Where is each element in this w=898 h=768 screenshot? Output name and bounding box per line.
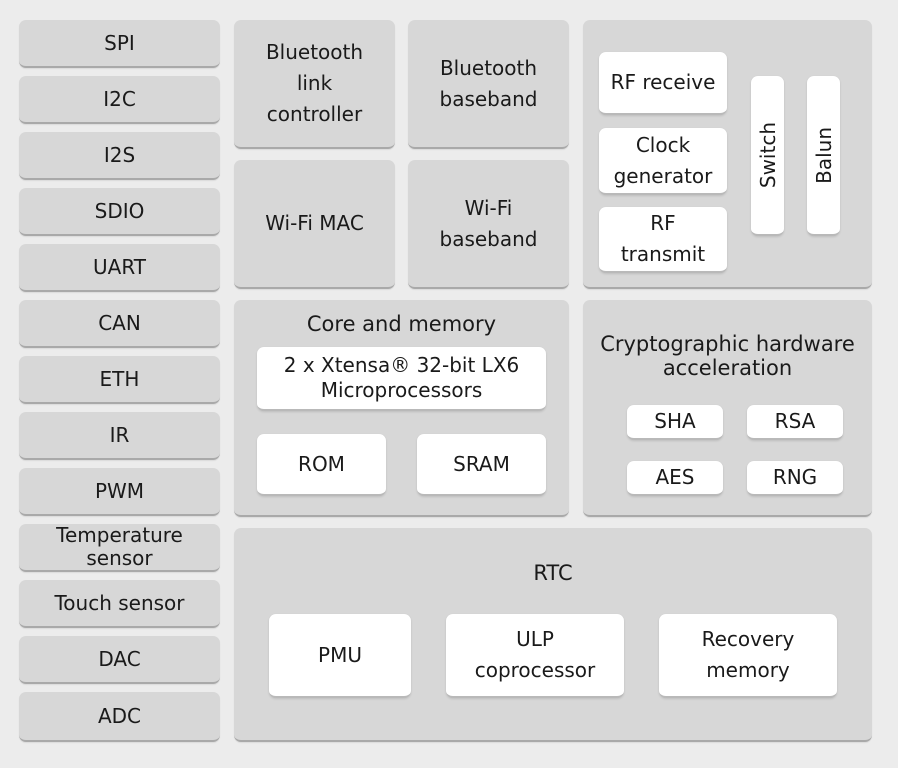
rsa-block: RSA: [747, 405, 843, 440]
peripheral-pwm: PWM: [19, 468, 220, 516]
clock-generator-block: Clock generator: [599, 128, 727, 195]
clock-generator-label: Clock generator: [613, 132, 713, 188]
peripheral-adc: ADC: [19, 692, 220, 742]
sram-block: SRAM: [417, 434, 546, 496]
peripheral-label: UART: [93, 254, 146, 279]
pmu-label: PMU: [318, 642, 362, 667]
peripheral-label: SDIO: [94, 198, 145, 223]
rom-block: ROM: [257, 434, 386, 496]
cpu-label: 2 x Xtensa® 32-bit LX6 Microprocessors: [283, 353, 520, 402]
peripheral-label: ADC: [97, 703, 142, 728]
wifi-mac-block: Wi-Fi MAC: [234, 160, 395, 289]
sha-block: SHA: [627, 405, 723, 440]
peripheral-label: I2C: [103, 86, 136, 111]
peripheral-label: PWM: [94, 478, 145, 503]
bluetooth-link-controller-block: Bluetooth link controller: [234, 20, 395, 149]
peripheral-label: I2S: [103, 142, 136, 167]
ulp-coprocessor-label: ULP coprocessor: [474, 627, 596, 682]
peripheral-label: DAC: [98, 646, 141, 671]
bluetooth-baseband-block: Bluetooth baseband: [408, 20, 569, 149]
peripheral-label: CAN: [98, 310, 141, 335]
switch-block: Switch: [751, 76, 784, 236]
rsa-label: RSA: [774, 409, 816, 433]
aes-block: AES: [627, 461, 723, 496]
recovery-memory-block: Recovery memory: [659, 614, 837, 698]
bluetooth-link-controller-label: Bluetooth link controller: [265, 40, 364, 126]
switch-label: Switch: [755, 121, 780, 189]
pmu-block: PMU: [269, 614, 411, 698]
rf-receive-block: RF receive: [599, 52, 727, 115]
sram-label: SRAM: [453, 451, 510, 476]
peripheral-temperature-sensor: Temperature sensor: [19, 524, 220, 572]
aes-label: AES: [655, 465, 695, 489]
balun-block: Balun: [807, 76, 840, 236]
sha-label: SHA: [654, 409, 696, 433]
core-memory-title: Core and memory: [306, 312, 497, 336]
peripheral-ir: IR: [19, 412, 220, 460]
peripheral-label: SPI: [104, 30, 135, 55]
peripheral-dac: DAC: [19, 636, 220, 684]
wifi-baseband-block: Wi-Fi baseband: [408, 160, 569, 289]
peripheral-i2s: I2S: [19, 132, 220, 180]
rf-transmit-label: RF transmit: [620, 211, 706, 266]
peripheral-uart: UART: [19, 244, 220, 292]
rf-receive-label: RF receive: [610, 70, 716, 94]
rng-label: RNG: [772, 465, 818, 489]
balun-label: Balun: [811, 126, 836, 184]
rf-transmit-block: RF transmit: [599, 207, 727, 273]
rtc-title: RTC: [533, 561, 573, 585]
rng-block: RNG: [747, 461, 843, 496]
cpu-block: 2 x Xtensa® 32-bit LX6 Microprocessors: [257, 347, 546, 411]
bluetooth-baseband-label: Bluetooth baseband: [439, 55, 538, 111]
peripheral-touch-sensor: Touch sensor: [19, 580, 220, 628]
rom-label: ROM: [298, 451, 345, 476]
recovery-memory-label: Recovery memory: [701, 627, 795, 682]
peripheral-sdio: SDIO: [19, 188, 220, 236]
peripheral-label: Touch sensor: [54, 590, 185, 615]
peripheral-can: CAN: [19, 300, 220, 348]
peripheral-i2c: I2C: [19, 76, 220, 124]
ulp-coprocessor-block: ULP coprocessor: [446, 614, 624, 698]
peripheral-label: Temperature sensor: [56, 523, 183, 570]
peripheral-label: ETH: [99, 366, 140, 391]
wifi-baseband-label: Wi-Fi baseband: [439, 195, 538, 251]
peripheral-spi: SPI: [19, 20, 220, 68]
crypto-title: Cryptographic hardware acceleration: [600, 332, 855, 380]
peripheral-label: IR: [109, 422, 130, 447]
peripheral-eth: ETH: [19, 356, 220, 404]
wifi-mac-label: Wi-Fi MAC: [265, 211, 364, 235]
